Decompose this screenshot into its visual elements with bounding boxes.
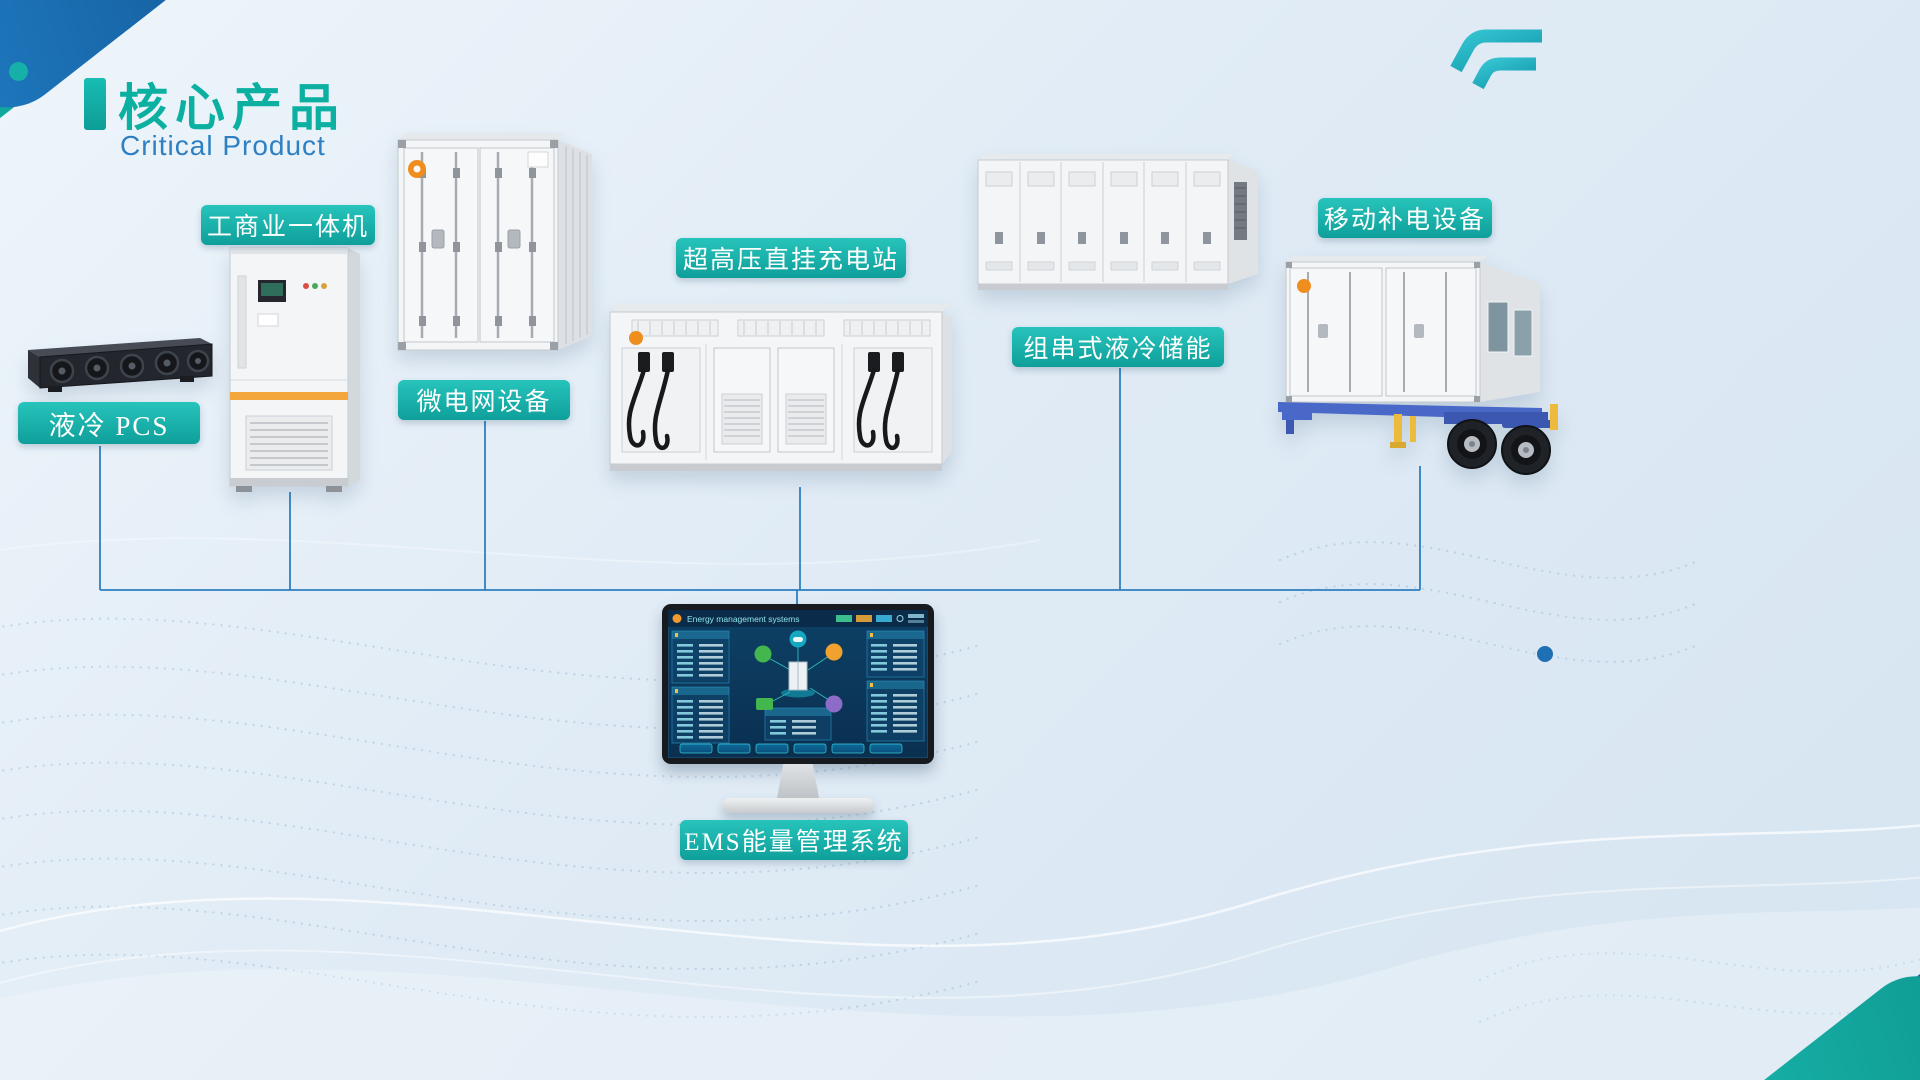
label-string-storage: 组串式液冷储能: [1012, 327, 1224, 367]
charging-cables: [626, 352, 904, 450]
trailer-container-logo-icon: [1297, 279, 1311, 293]
pcs-node-icon: [756, 698, 773, 710]
corner-dot-top-left: [9, 62, 28, 81]
label-microgrid: 微电网设备: [398, 380, 570, 420]
purple-node-icon: [825, 695, 843, 713]
ems-screen-title: Energy management systems: [687, 614, 799, 624]
side-dot-right: [1537, 646, 1553, 662]
page-title: 核心产品: [118, 80, 346, 136]
monitor-stand-base: [722, 798, 874, 813]
product-pcs-image: [28, 338, 213, 392]
product-mobile-power-image: [1278, 256, 1558, 475]
label-mobile-power: 移动补电设备: [1318, 198, 1492, 238]
monitor-stand-neck: [777, 764, 819, 798]
orange-node-icon: [825, 643, 843, 661]
trailer-wheels: [1447, 419, 1551, 475]
green-node-icon: [754, 645, 772, 663]
pcs-fan-icons: [49, 349, 210, 384]
label-pcs: 液冷 PCS: [18, 402, 200, 444]
station-logo-icon: [629, 331, 643, 345]
product-microgrid-image: [397, 133, 592, 351]
ems-brand-dot-icon: [672, 614, 682, 623]
brand-logo-icon: [1450, 29, 1542, 90]
page-subtitle: Critical Product: [120, 130, 326, 161]
label-hv-charging: 超高压直挂充电站: [676, 238, 906, 278]
ems-dashboard: Energy management systems: [667, 609, 929, 759]
product-hv-charging-image: [609, 304, 952, 471]
title-accent-bar: [84, 78, 106, 130]
ems-monitor: Energy management systems: [662, 604, 934, 822]
label-ems: EMS能量管理系统: [680, 820, 908, 860]
label-all-in-one: 工商业一体机: [201, 205, 375, 245]
ems-monitor-screen: Energy management systems: [662, 604, 934, 764]
product-all-in-one-image: [229, 247, 360, 492]
product-string-storage-image: [977, 154, 1258, 290]
